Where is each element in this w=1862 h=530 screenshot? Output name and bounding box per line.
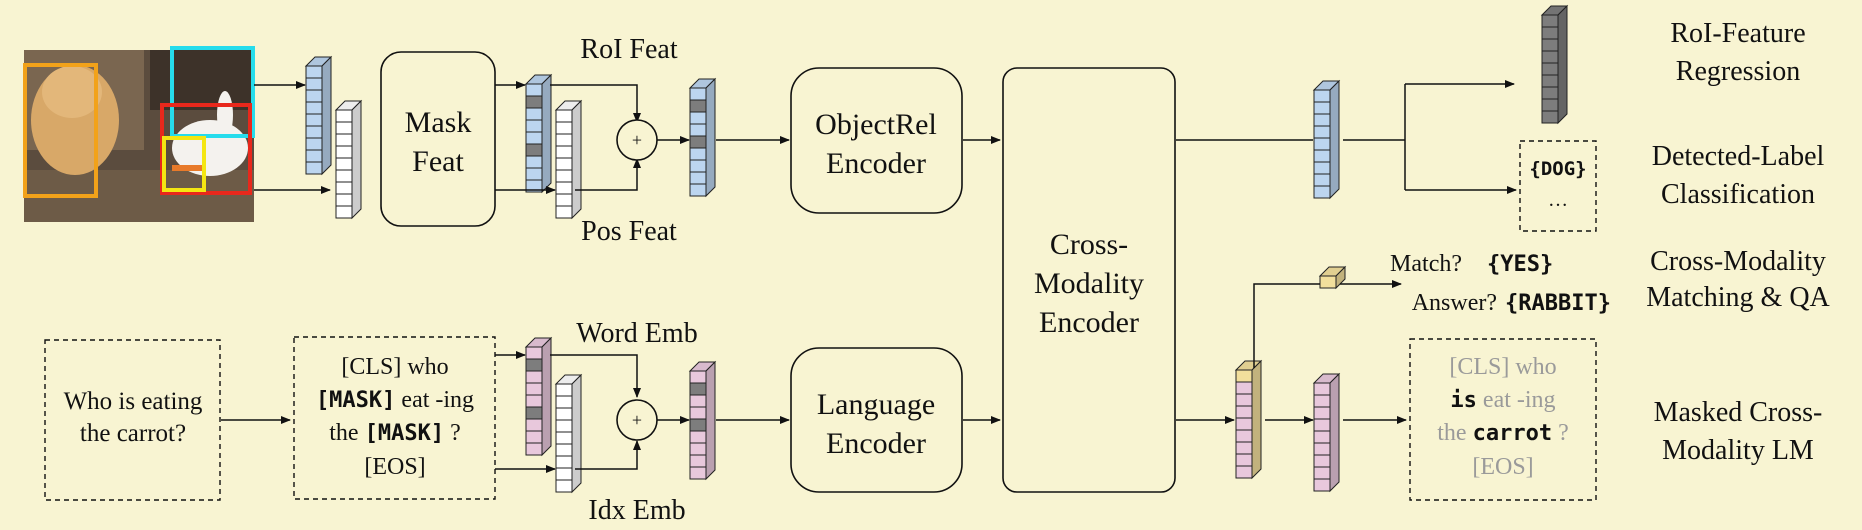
svg-text:the carrot ?: the carrot ? xyxy=(1437,420,1568,446)
masked-sentence-box: [CLS] who [MASK] eat -ing the [MASK] ? [… xyxy=(293,336,496,500)
svg-text:Who is eating: Who is eating xyxy=(64,388,203,415)
input-image xyxy=(23,46,255,222)
svg-text:[CLS] who: [CLS] who xyxy=(1449,354,1556,380)
cyan-bbox xyxy=(170,46,255,138)
orange-bbox xyxy=(23,63,98,198)
visual-sum-stack xyxy=(688,77,717,198)
svg-text:Cross-: Cross- xyxy=(1050,228,1128,261)
pos-feat-label: Pos Feat xyxy=(581,216,677,247)
image-roi-stack xyxy=(304,55,333,176)
task-masked-lm: Masked Cross- Modality LM xyxy=(1654,397,1823,466)
svg-text:Match?: Match? xyxy=(1390,251,1462,277)
yellow-bbox xyxy=(162,136,206,192)
svg-text:+: + xyxy=(632,410,642,430)
svg-text:Encoder: Encoder xyxy=(826,427,926,460)
idx-emb-label: Idx Emb xyxy=(588,495,685,526)
svg-text:Matching & QA: Matching & QA xyxy=(1646,282,1830,313)
svg-text:Classification: Classification xyxy=(1661,179,1815,210)
svg-text:ObjectRel: ObjectRel xyxy=(815,108,937,141)
svg-text:…: … xyxy=(1548,189,1568,211)
object-rel-encoder: ObjectRel Encoder xyxy=(790,67,963,214)
svg-text:Masked Cross-: Masked Cross- xyxy=(1654,397,1823,428)
svg-text:Modality: Modality xyxy=(1034,267,1144,300)
add-roi-pos: + xyxy=(616,119,658,161)
svg-text:Mask: Mask xyxy=(405,106,472,139)
add-word-idx: + xyxy=(616,399,658,441)
svg-text:{YES}: {YES} xyxy=(1487,252,1553,277)
detected-label-box: {DOG} … xyxy=(1519,140,1597,232)
svg-text:Answer?: Answer? xyxy=(1412,290,1497,316)
roi-feat-stack xyxy=(524,73,553,194)
svg-text:Encoder: Encoder xyxy=(1039,306,1139,339)
visual-output-stack xyxy=(1312,79,1341,200)
svg-text:is eat -ing: is eat -ing xyxy=(1450,387,1555,413)
task-matching-qa: Cross-Modality Matching & QA xyxy=(1646,246,1830,313)
pos-feat-stack xyxy=(554,99,583,220)
word-emb-label: Word Emb xyxy=(576,318,697,349)
roi-feat-label: RoI Feat xyxy=(580,34,677,65)
match-qa-outputs: Match? {YES} Answer? {RABBIT} xyxy=(1390,251,1611,316)
language-sum-stack xyxy=(688,360,717,481)
svg-text:{RABBIT}: {RABBIT} xyxy=(1505,291,1611,316)
language-encoder: Language Encoder xyxy=(790,347,963,493)
svg-text:RoI-Feature: RoI-Feature xyxy=(1670,18,1805,49)
svg-text:[MASK] eat -ing: [MASK] eat -ing xyxy=(316,387,474,413)
match-vector-cube xyxy=(1318,265,1347,290)
cross-modality-encoder: Cross- Modality Encoder xyxy=(1002,67,1176,493)
svg-text:Language: Language xyxy=(817,388,935,421)
image-pos-stack xyxy=(334,99,363,220)
word-emb-stack xyxy=(524,336,553,457)
input-sentence-box: Who is eating the carrot? xyxy=(44,339,221,501)
svg-text:[EOS]: [EOS] xyxy=(364,454,425,480)
svg-text:Regression: Regression xyxy=(1676,56,1800,87)
svg-text:Modality LM: Modality LM xyxy=(1662,435,1814,466)
svg-text:Cross-Modality: Cross-Modality xyxy=(1650,246,1826,277)
mask-feat-module: Mask Feat xyxy=(380,51,496,227)
task-label-classification: Detected-Label Classification xyxy=(1652,141,1825,210)
svg-text:the carrot?: the carrot? xyxy=(80,420,186,447)
svg-text:Detected-Label: Detected-Label xyxy=(1652,141,1825,172)
predicted-sentence-box: [CLS] who is eat -ing the carrot ? [EOS] xyxy=(1409,338,1597,501)
svg-text:[EOS]: [EOS] xyxy=(1472,454,1533,480)
roi-regression-stack xyxy=(1540,4,1569,125)
svg-text:{DOG}: {DOG} xyxy=(1529,158,1586,180)
svg-text:[CLS] who: [CLS] who xyxy=(341,354,448,380)
svg-text:+: + xyxy=(632,130,642,150)
idx-emb-stack xyxy=(554,373,583,494)
lm-output-stack xyxy=(1312,372,1341,493)
cross-output-stack xyxy=(1234,359,1263,480)
svg-text:the [MASK] ?: the [MASK] ? xyxy=(329,420,460,446)
svg-text:Feat: Feat xyxy=(412,145,464,178)
connection-lines xyxy=(221,84,1516,473)
svg-text:Encoder: Encoder xyxy=(826,147,926,180)
task-roi-regression: RoI-Feature Regression xyxy=(1670,18,1805,87)
